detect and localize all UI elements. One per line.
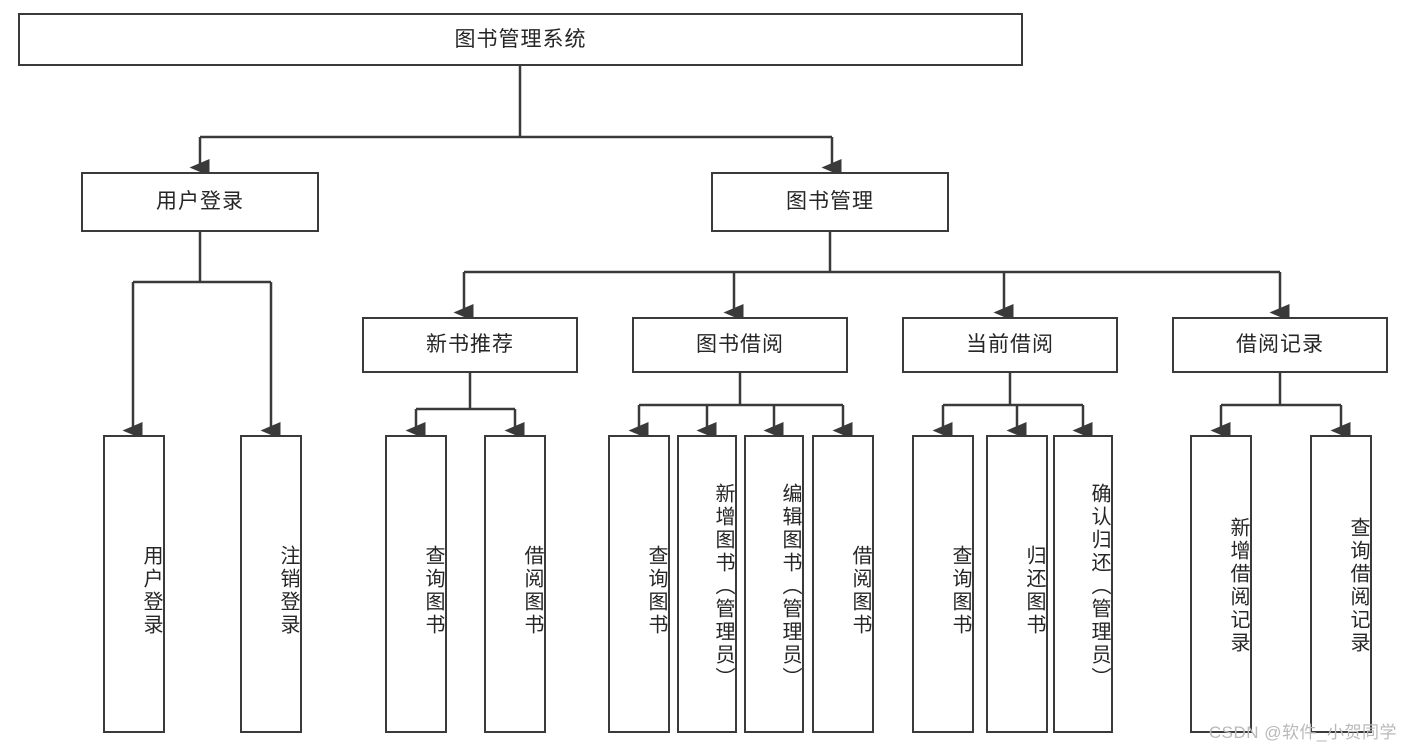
node-leaf-user-login[interactable]: 用户登录 xyxy=(103,435,165,733)
node-root-label: 图书管理系统 xyxy=(454,27,587,51)
node-leaf-query-borrow-record[interactable]: 查询借阅记录 xyxy=(1310,435,1372,733)
node-leaf-return-book-label: 归还图书 xyxy=(1023,545,1045,637)
csdn-watermark: CSDN @软件_小贺同学 xyxy=(1208,723,1397,742)
node-new-book-rec-label: 新书推荐 xyxy=(426,333,514,357)
node-current-borrow[interactable]: 当前借阅 xyxy=(902,317,1118,373)
node-leaf-logout-label: 注销登录 xyxy=(277,545,299,637)
node-leaf-query-book-cur[interactable]: 查询图书 xyxy=(912,435,974,733)
node-leaf-add-borrow-record[interactable]: 新增借阅记录 xyxy=(1190,435,1252,733)
node-leaf-confirm-return[interactable]: 确认归还（管理员） xyxy=(1053,435,1113,733)
node-current-borrow-label: 当前借阅 xyxy=(966,333,1054,357)
node-book-borrow-label: 图书借阅 xyxy=(696,333,784,357)
node-leaf-query-book-cur-label: 查询图书 xyxy=(949,545,971,637)
node-leaf-borrow-book-rec[interactable]: 借阅图书 xyxy=(484,435,546,733)
node-leaf-logout[interactable]: 注销登录 xyxy=(240,435,302,733)
node-leaf-query-book-rec[interactable]: 查询图书 xyxy=(385,435,447,733)
node-leaf-query-borrow-record-label: 查询借阅记录 xyxy=(1347,517,1369,655)
node-leaf-confirm-return-label: 确认归还（管理员） xyxy=(1088,482,1110,690)
node-leaf-add-book[interactable]: 新增图书（管理员） xyxy=(677,435,737,733)
node-leaf-add-book-label: 新增图书（管理员） xyxy=(712,482,734,690)
node-leaf-edit-book[interactable]: 编辑图书（管理员） xyxy=(744,435,804,733)
node-borrow-record-label: 借阅记录 xyxy=(1236,333,1324,357)
node-book-manage[interactable]: 图书管理 xyxy=(711,172,949,232)
node-leaf-borrow-book-label: 借阅图书 xyxy=(849,545,871,637)
node-borrow-record[interactable]: 借阅记录 xyxy=(1172,317,1388,373)
node-root[interactable]: 图书管理系统 xyxy=(18,13,1023,66)
node-leaf-user-login-label: 用户登录 xyxy=(140,545,162,637)
node-book-manage-label: 图书管理 xyxy=(786,190,874,214)
node-leaf-borrow-book[interactable]: 借阅图书 xyxy=(812,435,874,733)
node-leaf-borrow-book-rec-label: 借阅图书 xyxy=(521,545,543,637)
node-leaf-query-book-borrow[interactable]: 查询图书 xyxy=(608,435,670,733)
node-leaf-query-book-borrow-label: 查询图书 xyxy=(645,545,667,637)
node-user-login[interactable]: 用户登录 xyxy=(81,172,319,232)
node-leaf-add-borrow-record-label: 新增借阅记录 xyxy=(1227,517,1249,655)
node-leaf-edit-book-label: 编辑图书（管理员） xyxy=(779,482,801,690)
node-user-login-label: 用户登录 xyxy=(156,190,244,214)
node-new-book-rec[interactable]: 新书推荐 xyxy=(362,317,578,373)
node-leaf-return-book[interactable]: 归还图书 xyxy=(986,435,1048,733)
node-book-borrow[interactable]: 图书借阅 xyxy=(632,317,848,373)
node-leaf-query-book-rec-label: 查询图书 xyxy=(422,545,444,637)
